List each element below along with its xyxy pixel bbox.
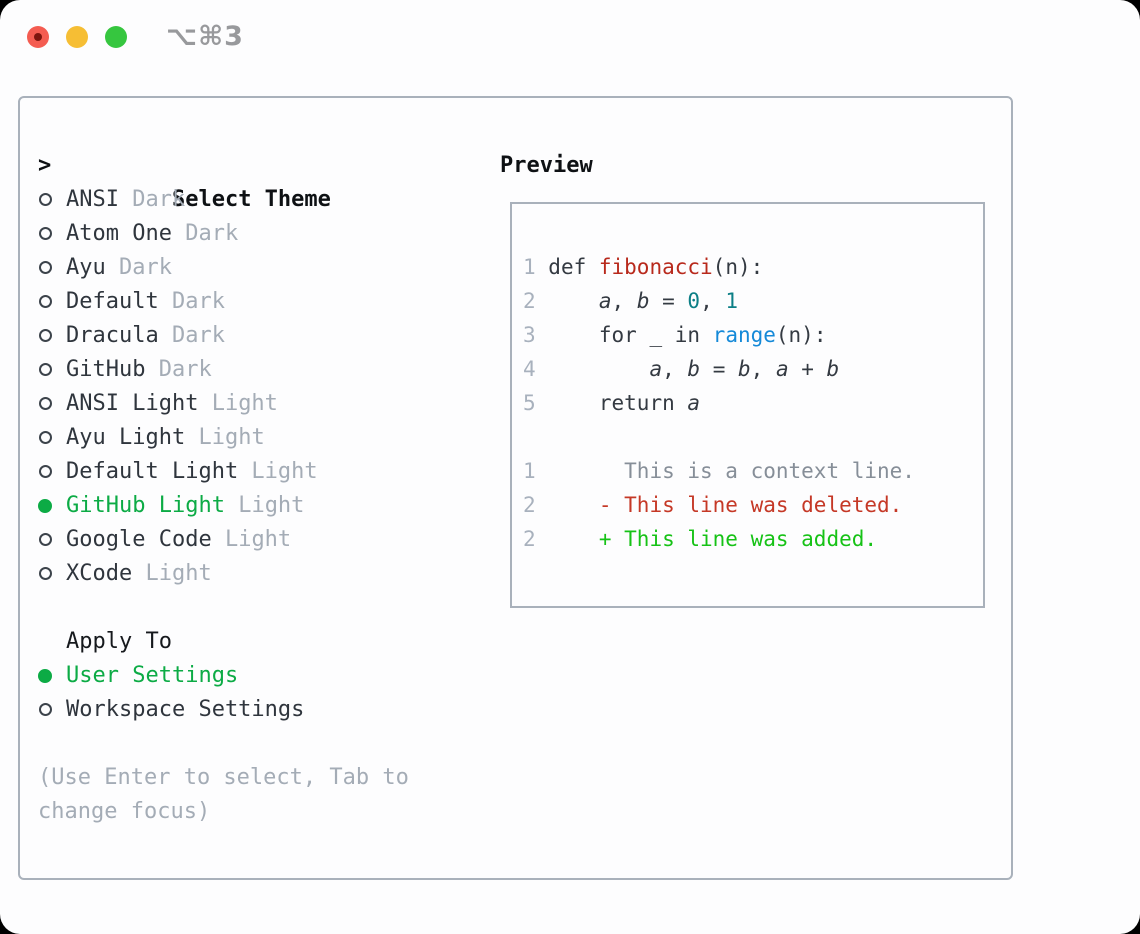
theme-option-xcode[interactable]: XCode Light	[38, 557, 488, 591]
line-number: 1	[523, 459, 536, 483]
theme-variant-label: Light	[132, 561, 212, 586]
theme-variant-label: Light	[198, 391, 278, 416]
option-label: Default Light	[66, 459, 239, 484]
radio-icon	[38, 353, 66, 387]
theme-variant-label: Dark	[105, 255, 172, 280]
theme-option-github-light[interactable]: GitHub Light Light	[38, 489, 488, 523]
option-label: XCode	[66, 561, 133, 586]
diff-added-line: 2 + This line was added.	[523, 527, 878, 551]
apply-option-user-settings[interactable]: User Settings	[38, 659, 488, 693]
hint-text: (Use Enter to select, Tab to change focu…	[38, 765, 409, 824]
option-label: Ayu	[66, 255, 106, 280]
theme-option-google-code[interactable]: Google Code Light	[38, 523, 488, 557]
theme-list-title: Select Theme	[171, 187, 331, 212]
code-line: 2 a, b = 0, 1	[523, 289, 739, 313]
radio-icon	[38, 421, 66, 455]
option-label: Google Code	[66, 527, 212, 552]
radio-icon	[38, 455, 66, 489]
theme-option-ayu-light[interactable]: Ayu Light Light	[38, 421, 488, 455]
radio-icon	[38, 319, 66, 353]
titlebar: ⌥⌘3	[0, 0, 1140, 74]
theme-option-ansi-light[interactable]: ANSI Light Light	[38, 387, 488, 421]
radio-selected-icon	[38, 489, 66, 523]
option-label: User Settings	[66, 663, 239, 688]
theme-variant-label: Dark	[158, 289, 225, 314]
line-number: 2	[523, 493, 536, 517]
preview-column: Preview 1 def fibonacci(n): 2 a, b = 0, 1…	[500, 149, 985, 608]
theme-variant-label: Dark	[171, 221, 239, 246]
option-label: Ayu Light	[66, 425, 186, 450]
option-label: GitHub Light	[66, 493, 225, 518]
theme-option-default[interactable]: Default Dark	[38, 285, 488, 319]
minimize-button[interactable]	[66, 26, 88, 48]
theme-option-atom-one[interactable]: Atom One Dark	[38, 217, 488, 251]
option-label: Dracula	[66, 323, 159, 348]
preview-code: 1 def fibonacci(n): 2 a, b = 0, 1 3 for _ …	[523, 250, 975, 556]
option-label: Workspace Settings	[66, 697, 305, 722]
line-number: 5	[523, 391, 536, 415]
spacer	[38, 591, 488, 625]
radio-icon	[38, 387, 66, 421]
theme-option-default-light[interactable]: Default Light Light	[38, 455, 488, 489]
apply-to-title: Apply To	[66, 629, 172, 654]
line-number: 3	[523, 323, 536, 347]
theme-option-ayu[interactable]: Ayu Dark	[38, 251, 488, 285]
line-number: 1	[523, 255, 536, 279]
option-label: ANSI	[66, 187, 119, 212]
option-label: ANSI Light	[66, 391, 199, 416]
preview-box: 1 def fibonacci(n): 2 a, b = 0, 1 3 for _ …	[510, 202, 985, 608]
close-button[interactable]	[27, 26, 49, 48]
theme-option-dracula[interactable]: Dracula Dark	[38, 319, 488, 353]
line-number: 2	[523, 289, 536, 313]
theme-option-github[interactable]: GitHub Dark	[38, 353, 488, 387]
radio-icon	[38, 183, 66, 217]
theme-variant-label: Dark	[145, 357, 212, 382]
theme-variant-label: Dark	[118, 187, 186, 212]
radio-icon	[38, 285, 66, 319]
line-number: 2	[523, 527, 536, 551]
keyboard-shortcut-label: ⌥⌘3	[166, 21, 244, 52]
radio-icon	[38, 217, 66, 251]
code-line: 5 return a	[523, 391, 701, 415]
radio-icon	[38, 523, 66, 557]
theme-list-header: > Select Theme	[38, 149, 488, 212]
radio-icon	[38, 693, 66, 727]
preview-title: Preview	[500, 153, 593, 178]
apply-option-workspace-settings[interactable]: Workspace Settings	[38, 693, 488, 727]
cursor-icon: >	[38, 153, 52, 178]
option-label: Atom One	[66, 221, 172, 246]
theme-variant-label: Light	[224, 493, 305, 518]
option-label: GitHub	[66, 357, 146, 382]
theme-variant-label: Dark	[158, 323, 225, 348]
spacer	[38, 727, 488, 761]
option-label: Default	[66, 289, 159, 314]
line-number: 4	[523, 357, 536, 381]
theme-variant-label: Light	[238, 459, 318, 484]
radio-icon	[38, 557, 66, 591]
theme-variant-label: Light	[185, 425, 265, 450]
theme-variant-label: Light	[211, 527, 292, 552]
radio-selected-icon	[38, 659, 66, 693]
radio-icon	[38, 251, 66, 285]
code-line: 3 for _ in range(n):	[523, 323, 827, 347]
code-line: 4 a, b = b, a + b	[523, 357, 840, 381]
diff-deleted-line: 2 - This line was deleted.	[523, 493, 903, 517]
diff-context-line: 1 This is a context line.	[523, 459, 915, 483]
blank-line	[523, 420, 975, 454]
theme-option-ansi[interactable]: ANSI Dark	[38, 183, 488, 217]
code-line: 1 def fibonacci(n):	[523, 255, 764, 279]
zoom-button[interactable]	[105, 26, 127, 48]
